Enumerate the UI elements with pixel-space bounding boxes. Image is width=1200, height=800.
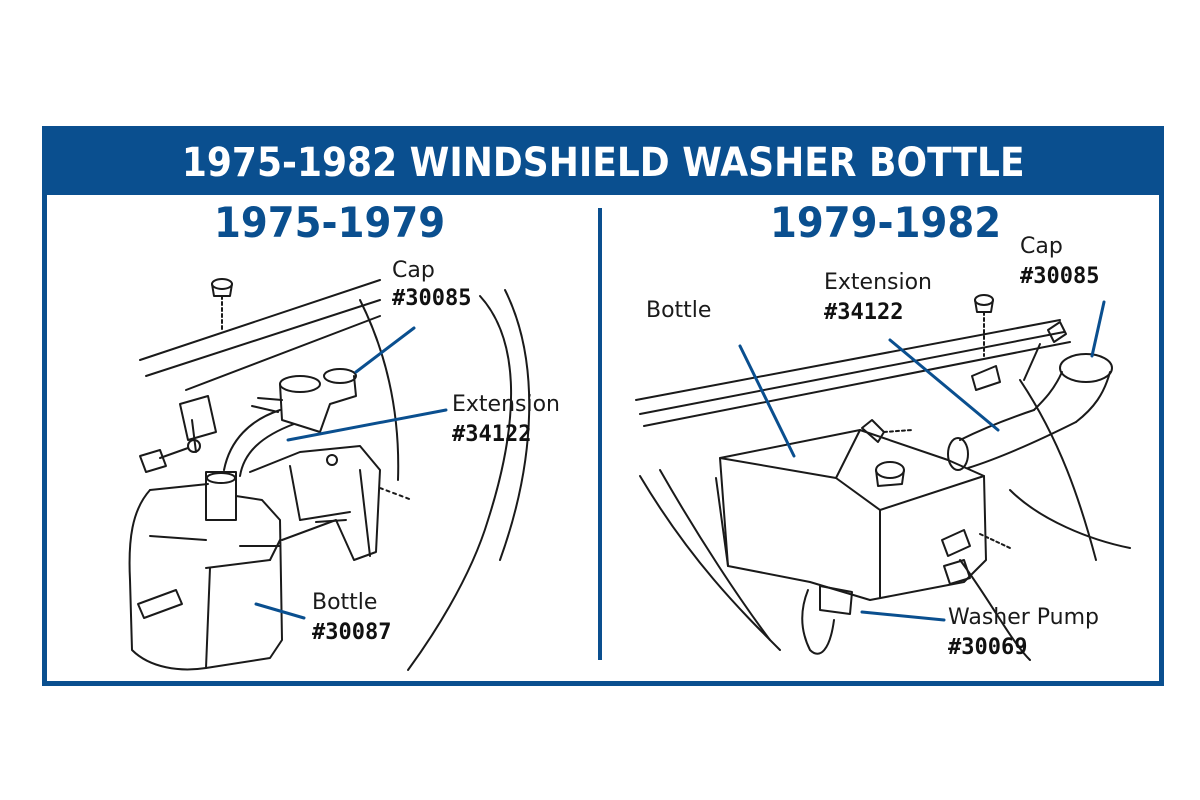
left-mounting-bracket [249, 445, 413, 561]
page-title: 1975-1982 WINDSHIELD WASHER BOTTLE [181, 140, 1025, 186]
left-cap-label: Cap [392, 258, 435, 283]
left-extension-label: Extension [452, 392, 561, 417]
right-cap-part-number: #30085 [1020, 264, 1100, 289]
left-cap-icon [211, 278, 233, 333]
left-extension-leader [286, 408, 448, 442]
right-bottle-icon [715, 419, 987, 601]
left-extension-icon [223, 368, 357, 477]
left-bottle-leader [254, 602, 306, 620]
left-cap-leader [354, 326, 416, 374]
right-cap-leader [1090, 300, 1106, 358]
right-extension-leader [888, 338, 1000, 432]
right-bottle-label: Bottle [646, 298, 712, 323]
right-extension-icon [947, 353, 1113, 471]
right-pump-icon [801, 533, 1011, 655]
left-body-panels [139, 279, 531, 671]
left-bottle-label: Bottle [312, 590, 378, 615]
left-extension-part-number: #34122 [452, 422, 532, 447]
right-extension-part-number: #34122 [824, 300, 904, 325]
right-cap-icon [974, 294, 1067, 381]
right-section-title: 1979-1982 [770, 198, 1002, 247]
left-bracket [139, 395, 217, 473]
right-cap-label: Cap [1020, 234, 1063, 259]
right-pump-part-number: #30069 [948, 635, 1028, 660]
left-section-title: 1975-1979 [214, 198, 446, 247]
right-pump-label: Washer Pump [948, 605, 1100, 630]
left-bottle-part-number: #30087 [312, 620, 392, 645]
section-divider [598, 208, 602, 660]
title-bar: 1975-1982 WINDSHIELD WASHER BOTTLE [47, 131, 1159, 195]
left-cap-part-number: #30085 [392, 286, 472, 311]
right-pump-leader [860, 610, 946, 622]
diagram-frame: 1975-1982 WINDSHIELD WASHER BOTTLE [42, 126, 1164, 686]
right-bottle-leader [738, 344, 796, 458]
right-extension-label: Extension [824, 270, 933, 295]
right-body-panels [635, 319, 1131, 661]
left-bottle-icon [128, 471, 283, 671]
